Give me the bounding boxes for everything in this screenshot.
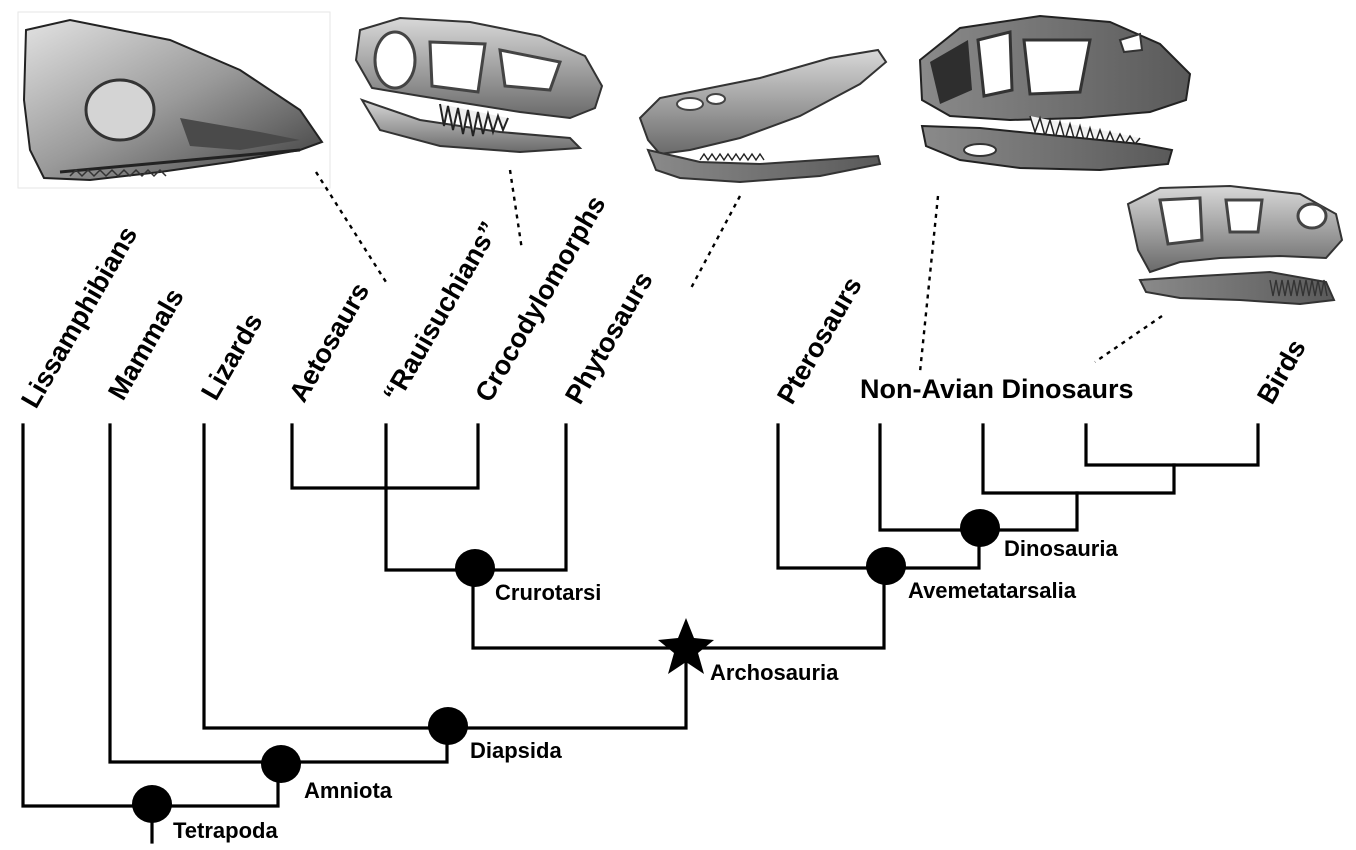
amniota-node-marker	[261, 745, 301, 783]
clade-label-avemetatarsalia: Avemetatarsalia	[908, 578, 1077, 603]
tree-branches	[23, 425, 1258, 842]
tetrapoda-node-marker	[132, 785, 172, 823]
clade-label-amniota: Amniota	[304, 778, 393, 803]
clade-label-archosauria: Archosauria	[710, 660, 839, 685]
taxon-label-mammals: Mammals	[102, 283, 190, 405]
crurotarsi-node-marker	[455, 549, 495, 587]
taxon-label-aetosaurs: Aetosaurs	[283, 278, 375, 407]
clade-label-dinosauria: Dinosauria	[1004, 536, 1118, 561]
dinosaur-leader-line	[920, 196, 938, 372]
avemetatarsalia-node-marker	[866, 547, 906, 585]
taxon-label-phytosaurs: Phytosaurs	[559, 267, 659, 409]
non-avian-dinosaur-skull	[920, 16, 1190, 170]
dinosauria-node-marker	[960, 509, 1000, 547]
taxon-label-non-avian-dinosaurs: Non-Avian Dinosaurs	[860, 374, 1134, 404]
aetosaur-leader-line	[316, 172, 386, 282]
taxon-label-lizards: Lizards	[195, 308, 268, 405]
lissamphibian-skull	[18, 12, 330, 188]
clade-label-crurotarsi: Crurotarsi	[495, 580, 601, 605]
diapsida-node-marker	[428, 707, 468, 745]
clade-label-tetrapoda: Tetrapoda	[173, 818, 278, 843]
clade-label-diapsida: Diapsida	[470, 738, 562, 763]
phytosaur-leader-line	[690, 196, 740, 290]
taxon-label-pterosaurs: Pterosaurs	[771, 272, 868, 409]
bird-skull	[1128, 186, 1342, 304]
phytosaur-skull	[640, 50, 886, 182]
rauisuchian-skull	[356, 18, 602, 152]
bird-leader-line	[1095, 316, 1162, 362]
rauisuchian-leader-line	[510, 170, 522, 250]
taxon-label-birds: Birds	[1251, 334, 1311, 409]
